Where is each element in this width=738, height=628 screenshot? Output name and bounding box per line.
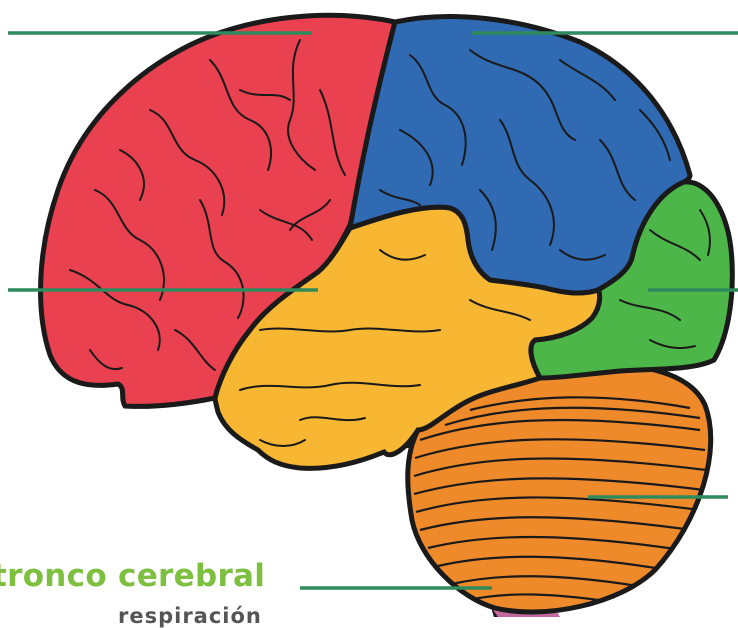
brainstem-function-label: respiración <box>118 604 262 628</box>
brainstem-label: tronco cerebral <box>0 558 265 594</box>
